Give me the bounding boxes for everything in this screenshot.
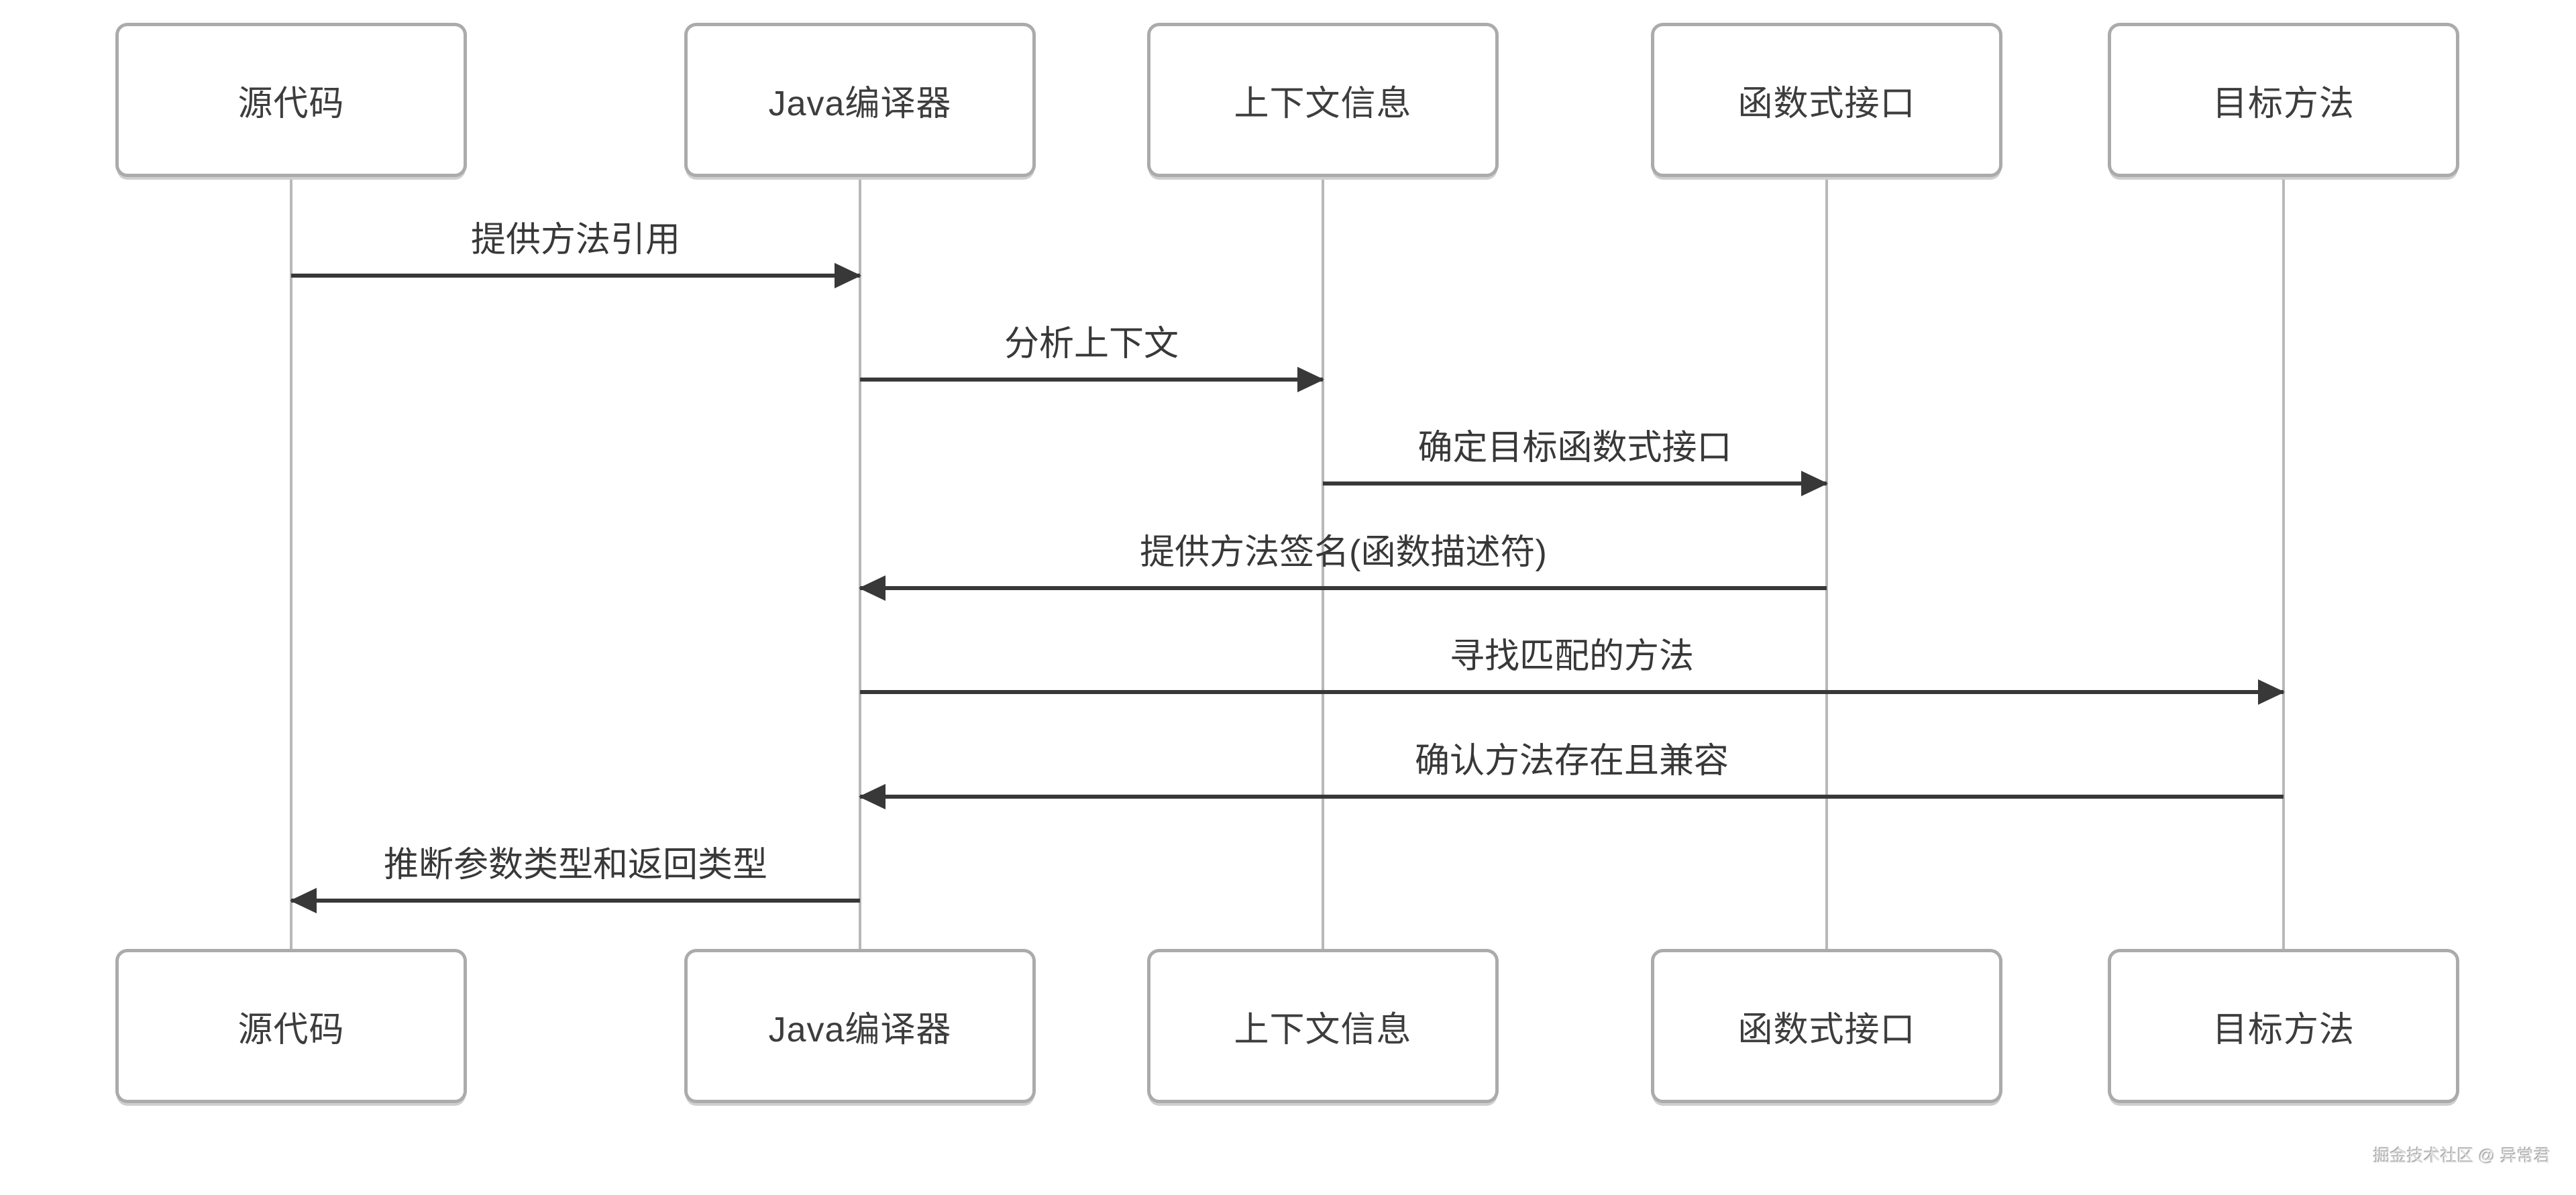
lifeline-java-compiler: [859, 176, 861, 950]
participant-top-context-info: 上下文信息: [1147, 23, 1499, 177]
message-label: 确定目标函数式接口: [1417, 429, 1732, 467]
participant-label: 源代码: [237, 1010, 345, 1049]
participant-label: 函数式接口: [1737, 84, 1916, 123]
arrowhead-left-icon: [290, 888, 317, 913]
message-label: 提供方法引用: [470, 221, 680, 260]
participant-top-target-method: 目标方法: [2108, 23, 2459, 177]
participant-label: 目标方法: [2212, 84, 2355, 123]
participant-bottom-functional-interface: 函数式接口: [1651, 949, 2002, 1103]
participant-top-java-compiler: Java编译器: [684, 23, 1036, 177]
participant-bottom-target-method: 目标方法: [2108, 949, 2459, 1103]
participant-label: 目标方法: [2212, 1010, 2355, 1049]
lifeline-context-info: [1322, 176, 1324, 950]
arrowhead-right-icon: [1801, 471, 1828, 496]
message-label: 分析上下文: [1004, 325, 1179, 363]
message-label: 确认方法存在且兼容: [1414, 742, 1729, 781]
participant-label: Java编译器: [768, 84, 952, 123]
watermark: 掘金技术社区 @ 异常君: [2373, 1147, 2551, 1165]
participant-label: Java编译器: [768, 1010, 952, 1049]
message-3-determine-target-interface: 确定目标函数式接口: [1323, 429, 1828, 496]
participant-bottom-java-compiler: Java编译器: [684, 949, 1036, 1103]
arrowhead-left-icon: [859, 784, 885, 809]
participant-top-source-code: 源代码: [115, 23, 467, 177]
participant-bottom-source-code: 源代码: [115, 949, 467, 1103]
participant-bottom-context-info: 上下文信息: [1147, 949, 1499, 1103]
message-label: 推断参数类型和返回类型: [383, 846, 767, 885]
lifeline-functional-interface: [1825, 176, 1828, 950]
message-7-infer-types: 推断参数类型和返回类型: [290, 846, 860, 913]
message-2-analyze-context: 分析上下文: [860, 325, 1324, 392]
lifeline-target-method: [2282, 176, 2285, 950]
message-6-confirm-method-compatible: 确认方法存在且兼容: [859, 742, 2284, 809]
participant-label: 上下文信息: [1234, 84, 1412, 123]
message-5-find-matching-method: 寻找匹配的方法: [860, 637, 2285, 705]
message-label: 寻找匹配的方法: [1449, 637, 1694, 676]
message-4-provide-method-signature: 提供方法签名(函数描述符): [859, 533, 1827, 601]
message-1-provide-method-reference: 提供方法引用: [291, 221, 861, 288]
participant-label: 上下文信息: [1234, 1010, 1412, 1049]
message-label: 提供方法签名(函数描述符): [1140, 533, 1547, 572]
arrowhead-right-icon: [1297, 367, 1324, 392]
arrowhead-right-icon: [2258, 679, 2285, 705]
arrowhead-left-icon: [859, 575, 885, 601]
lifeline-source-code: [290, 176, 292, 950]
participant-label: 函数式接口: [1737, 1010, 1916, 1049]
participant-top-functional-interface: 函数式接口: [1651, 23, 2002, 177]
participant-label: 源代码: [237, 84, 345, 123]
arrowhead-right-icon: [835, 263, 861, 288]
